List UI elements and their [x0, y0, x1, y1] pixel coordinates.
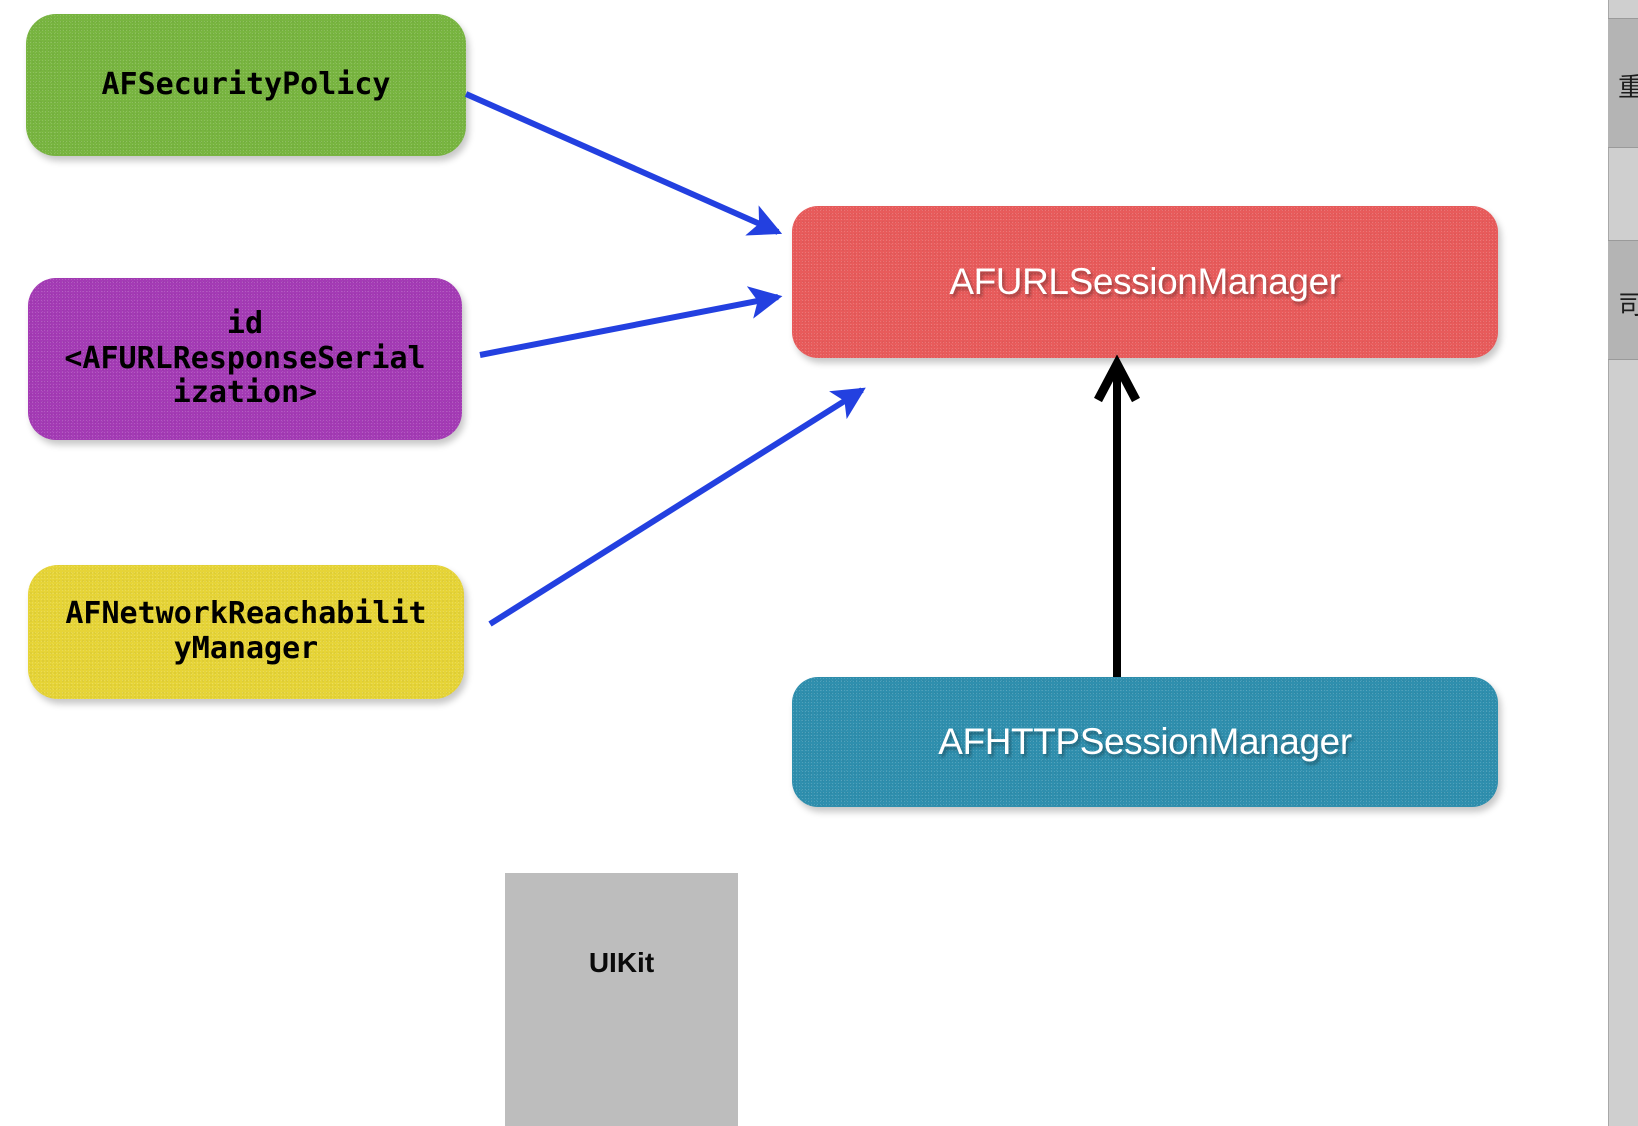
edge-serialization-to-urlsession	[479, 286, 783, 358]
side-rail-glyph-top: 重	[1618, 75, 1638, 101]
edge-security-to-urlsession	[464, 91, 783, 236]
right-side-panel: 重 司	[1600, 0, 1638, 1126]
node-uikit[interactable]: UIKit	[505, 873, 738, 1126]
edge-reachability-to-urlsession	[488, 387, 866, 627]
node-label: AFURLSessionManager	[949, 260, 1341, 302]
node-label: id <AFURLResponseSerial ization>	[64, 305, 426, 411]
node-afnetworkreachabilitymanager[interactable]: AFNetworkReachabilit yManager	[28, 565, 464, 699]
node-label: UIKit	[588, 947, 655, 978]
node-afsecuritypolicy[interactable]: AFSecurityPolicy	[26, 14, 466, 156]
node-label: AFHTTPSessionManager	[938, 720, 1352, 762]
edge-http-to-urlsession	[1094, 354, 1140, 677]
side-rail[interactable]: 重 司	[1608, 0, 1638, 1126]
node-label: AFNetworkReachabilit yManager	[65, 596, 427, 666]
node-afurlsessionmanager[interactable]: AFURLSessionManager	[792, 206, 1498, 358]
side-rail-segment-mid[interactable]: 司	[1608, 240, 1638, 360]
side-rail-glyph-mid: 司	[1618, 293, 1638, 319]
node-afurlresponseserialization[interactable]: id <AFURLResponseSerial ization>	[28, 278, 462, 440]
node-label: AFSecurityPolicy	[101, 66, 391, 102]
side-rail-segment-top[interactable]: 重	[1608, 18, 1638, 148]
node-afhttpsessionmanager[interactable]: AFHTTPSessionManager	[792, 677, 1498, 807]
